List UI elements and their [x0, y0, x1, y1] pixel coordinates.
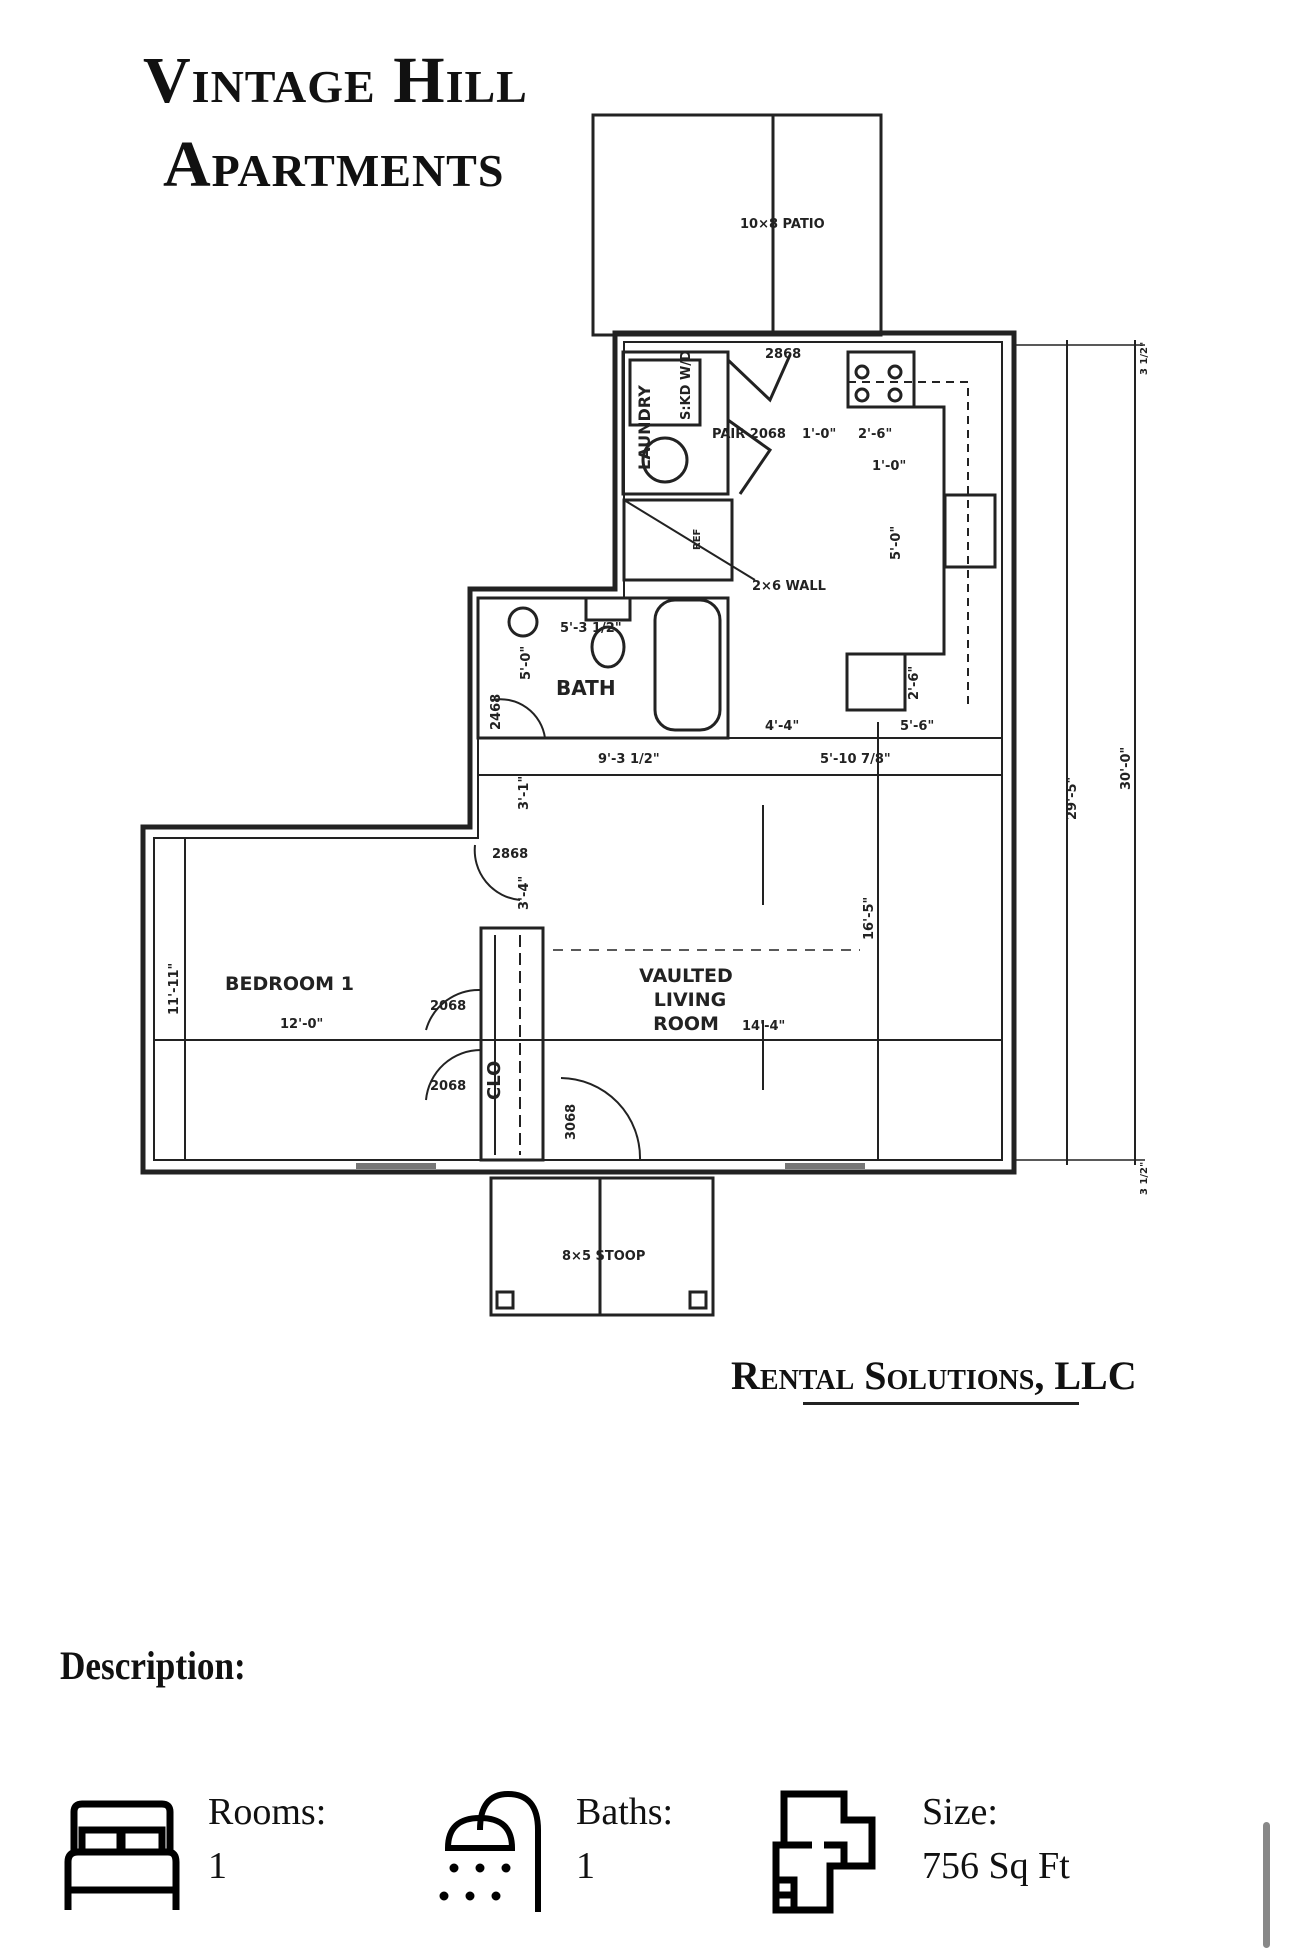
dim-label: 3'-4" — [517, 876, 532, 910]
door-label: 2068 — [430, 1079, 466, 1094]
feature-value: 756 Sq Ft — [922, 1845, 1070, 1887]
property-title-line2: Apartments — [163, 128, 505, 201]
dim-label: 5'-0" — [889, 526, 904, 560]
label-bath: BATH — [556, 676, 616, 700]
door-label: 3068 — [564, 1104, 579, 1140]
label-pantry: PAIR 2068 — [712, 427, 786, 442]
dim-label: 3'-1" — [517, 776, 532, 810]
door-label: 2868 — [492, 847, 528, 862]
property-title-line1: Vintage Hill — [143, 44, 528, 117]
brand-name: Rental Solutions, LLC — [731, 1353, 1137, 1398]
dim-label: 2'-6" — [858, 427, 892, 442]
dim-label: 5'-0" — [519, 646, 534, 680]
dim-label: 12'-0" — [280, 1017, 323, 1032]
floor-plan: 10×8 PATIO LAUNDRY S:KD W/D PAIR 2068 RE… — [140, 113, 1150, 1317]
door-label: 2868 — [765, 347, 801, 362]
dim-label: 16'-5" — [862, 897, 877, 940]
exterior-walls — [140, 330, 1017, 1175]
dim-label: 29'-5" — [1065, 777, 1080, 820]
stoop — [489, 1176, 715, 1317]
dim-label: 14'-4" — [742, 1019, 785, 1034]
door-label: 2468 — [489, 694, 504, 730]
scrollbar[interactable] — [1263, 1822, 1270, 1948]
shower-icon — [439, 1790, 541, 1912]
dim-label: 3 1/2" — [1139, 342, 1150, 375]
label-ref: REF — [692, 529, 703, 550]
feature-value: 1 — [576, 1845, 595, 1887]
label-washer-dryer: S:KD W/D — [679, 350, 694, 420]
label-bedroom: BEDROOM 1 — [225, 973, 354, 995]
dim-label: 1'-0" — [872, 459, 906, 474]
dim-label: 9'-3 1/2" — [598, 752, 660, 767]
patio — [591, 113, 883, 337]
label-stoop: 8×5 STOOP — [562, 1249, 645, 1264]
label-living: ROOM — [653, 1013, 719, 1035]
dim-label: 5'-3 1/2" — [560, 621, 622, 636]
label-living: VAULTED — [639, 965, 733, 987]
door-label: 2068 — [430, 999, 466, 1014]
label-laundry: LAUNDRY — [635, 385, 654, 470]
feature-value: 1 — [208, 1845, 227, 1887]
dim-label: 5'-10 7/8" — [820, 752, 891, 767]
label-patio: 10×8 PATIO — [740, 217, 825, 232]
bed-icon — [64, 1800, 180, 1910]
dim-label: 2'-6" — [907, 666, 922, 700]
brand-underline — [803, 1402, 1079, 1405]
feature-label: Baths: — [576, 1791, 674, 1833]
feature-label: Size: — [922, 1791, 998, 1833]
floorplan-icon — [772, 1790, 876, 1914]
feature-label: Rooms: — [208, 1791, 327, 1833]
dim-label: 3 1/2" — [1139, 1162, 1150, 1195]
dim-label: 30'-0" — [1119, 747, 1134, 790]
label-closet: CLO — [484, 1061, 505, 1100]
dim-label: 5'-6" — [900, 719, 934, 734]
description-heading: Description: — [60, 1643, 246, 1688]
label-wall: 2×6 WALL — [752, 579, 826, 594]
dim-label: 1'-0" — [802, 427, 836, 442]
dim-label: 11'-11" — [167, 963, 182, 1015]
label-living: LIVING — [654, 989, 726, 1011]
dim-label: 4'-4" — [765, 719, 799, 734]
